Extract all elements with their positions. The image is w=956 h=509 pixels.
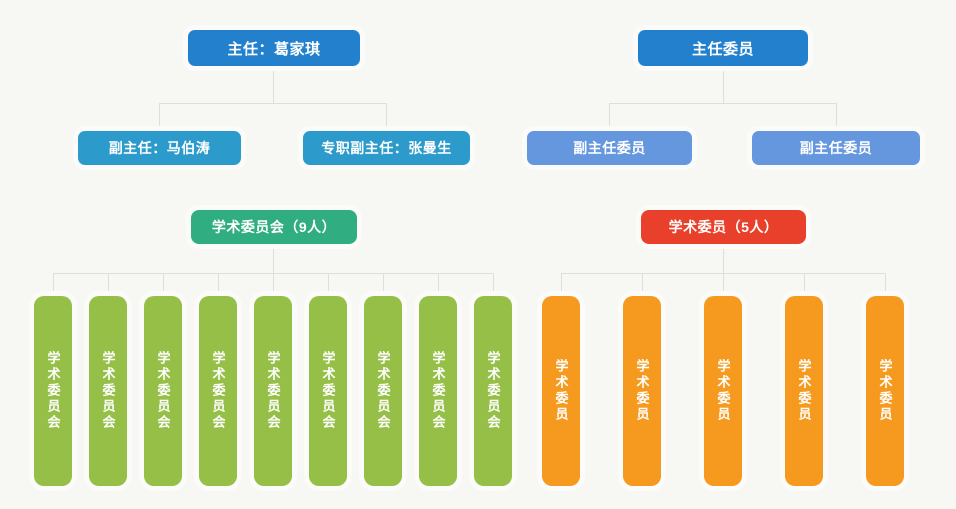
leaf-left-member-2-label: 学术委员会 — [100, 351, 116, 431]
leaf-left-member-7[interactable]: 学术委员会 — [364, 296, 402, 486]
leaf-left-member-2[interactable]: 学术委员会 — [89, 296, 127, 486]
node-left-root[interactable]: 主任：葛家琪 — [188, 30, 360, 66]
leaf-right-member-4-label: 学术委员 — [796, 359, 812, 423]
connector-left-leaf-drop-2 — [108, 273, 109, 296]
connector-left-leaf-drop-3 — [163, 273, 164, 296]
leaf-left-member-8-label: 学术委员会 — [430, 351, 446, 431]
connector-right-root-drop — [723, 66, 724, 103]
leaf-right-member-1[interactable]: 学术委员 — [542, 296, 580, 486]
leaf-left-member-3-label: 学术委员会 — [155, 351, 171, 431]
node-left-deputy-1[interactable]: 副主任：马伯涛 — [78, 131, 241, 165]
node-left-deputy-1-label: 副主任：马伯涛 — [108, 140, 211, 156]
node-right-root-label: 主任委员 — [691, 40, 754, 58]
leaf-left-member-9[interactable]: 学术委员会 — [474, 296, 512, 486]
node-left-committee-group[interactable]: 学术委员会（9人） — [191, 210, 357, 244]
leaf-right-member-2-label: 学术委员 — [634, 359, 650, 423]
connector-left-group-drop — [273, 244, 274, 296]
connector-left-leaf-drop-1 — [53, 273, 54, 296]
node-right-deputy-1[interactable]: 副主任委员 — [527, 131, 692, 165]
leaf-left-member-8[interactable]: 学术委员会 — [419, 296, 457, 486]
connector-right-root-bar — [609, 103, 837, 104]
leaf-left-member-4[interactable]: 学术委员会 — [199, 296, 237, 486]
node-left-deputy-2-label: 专职副主任：张曼生 — [321, 140, 452, 156]
connector-left-leaf-drop-9 — [493, 273, 494, 296]
connector-right-leaf-drop-1 — [561, 273, 562, 296]
leaf-right-member-1-label: 学术委员 — [553, 359, 569, 423]
leaf-right-member-4[interactable]: 学术委员 — [785, 296, 823, 486]
leaf-left-member-6[interactable]: 学术委员会 — [309, 296, 347, 486]
leaf-left-member-6-label: 学术委员会 — [320, 351, 336, 431]
node-right-root[interactable]: 主任委员 — [638, 30, 808, 66]
node-left-root-label: 主任：葛家琪 — [227, 40, 321, 58]
node-right-deputy-1-label: 副主任委员 — [573, 140, 646, 156]
node-left-deputy-2[interactable]: 专职副主任：张曼生 — [303, 131, 470, 165]
leaf-right-member-2[interactable]: 学术委员 — [623, 296, 661, 486]
node-right-deputy-2-label: 副主任委员 — [799, 140, 873, 156]
connector-right-leaf-drop-4 — [804, 273, 805, 296]
connector-left-root-drop — [273, 66, 274, 103]
leaf-left-member-7-label: 学术委员会 — [375, 351, 391, 431]
connector-left-leaf-drop-8 — [438, 273, 439, 296]
leaf-left-member-5-label: 学术委员会 — [265, 351, 281, 431]
connector-right-leaf-drop-5 — [885, 273, 886, 296]
connector-right-group-drop — [723, 244, 724, 296]
leaf-left-member-4-label: 学术委员会 — [210, 351, 226, 431]
leaf-left-member-1[interactable]: 学术委员会 — [34, 296, 72, 486]
connector-left-root-bar — [159, 103, 387, 104]
connector-right-leaf-drop-2 — [642, 273, 643, 296]
connector-right-leaf-drop-3 — [723, 273, 724, 296]
leaf-right-member-5-label: 学术委员 — [877, 359, 893, 423]
connector-left-sub1-drop — [159, 103, 160, 131]
node-right-deputy-2[interactable]: 副主任委员 — [752, 131, 920, 165]
leaf-right-member-3-label: 学术委员 — [715, 359, 731, 423]
node-left-committee-group-label: 学术委员会（9人） — [211, 219, 337, 235]
connector-left-leaf-drop-4 — [218, 273, 219, 296]
leaf-left-member-5[interactable]: 学术委员会 — [254, 296, 292, 486]
connector-right-sub1-drop — [609, 103, 610, 131]
leaf-right-member-3[interactable]: 学术委员 — [704, 296, 742, 486]
leaf-left-member-9-label: 学术委员会 — [485, 351, 501, 431]
leaf-left-member-1-label: 学术委员会 — [45, 351, 61, 431]
connector-left-leaf-drop-7 — [383, 273, 384, 296]
connector-left-sub2-drop — [386, 103, 387, 131]
connector-left-leaf-drop-5 — [273, 273, 274, 296]
connector-right-sub2-drop — [836, 103, 837, 131]
node-right-committee-group[interactable]: 学术委员（5人） — [641, 210, 806, 244]
leaf-right-member-5[interactable]: 学术委员 — [866, 296, 904, 486]
leaf-left-member-3[interactable]: 学术委员会 — [144, 296, 182, 486]
connector-left-leaf-drop-6 — [328, 273, 329, 296]
node-right-committee-group-label: 学术委员（5人） — [668, 219, 779, 235]
